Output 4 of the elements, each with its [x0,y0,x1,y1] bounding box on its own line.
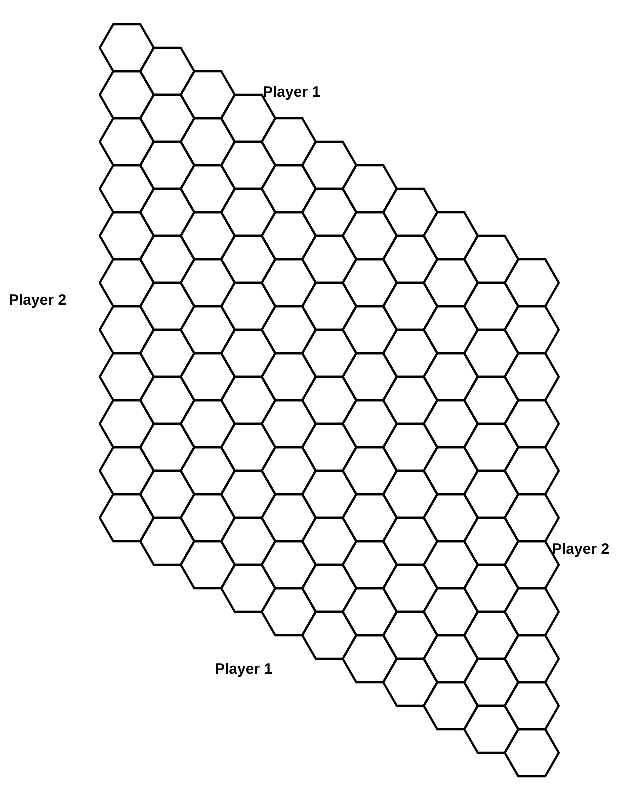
player-label: Player 2 [9,292,67,310]
player-label: Player 2 [552,541,610,559]
player-label: Player 1 [263,84,321,102]
player-label: Player 1 [215,661,273,679]
